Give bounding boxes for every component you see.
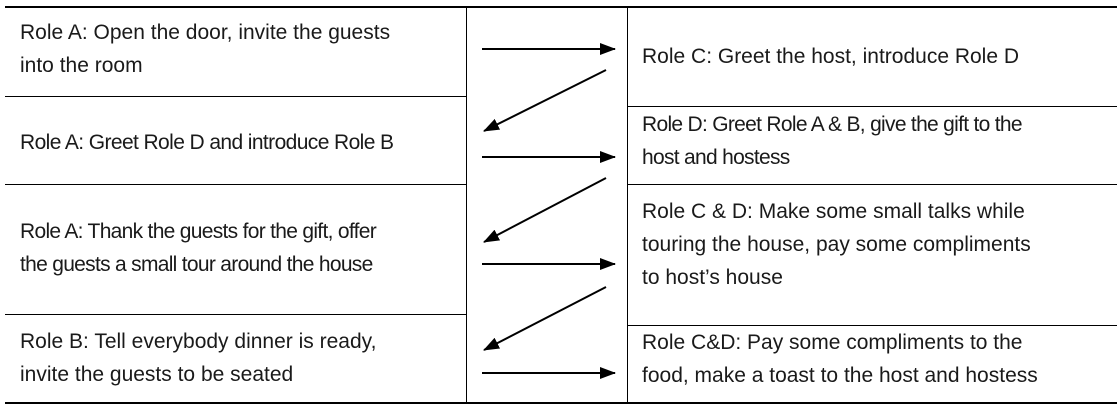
cell-text-line: Role A: Thank the guests for the gift, o… bbox=[20, 220, 377, 243]
cell-text-line: food, make a toast to the host and hoste… bbox=[642, 364, 1038, 387]
cell-text-line: Role D: Greet Role A & B, give the gift … bbox=[642, 113, 1023, 136]
cell-text-line: host and hostess bbox=[642, 146, 790, 169]
column-divider-right bbox=[627, 7, 628, 403]
cell-text-line: Role C&D: Pay some compliments to the bbox=[642, 331, 1023, 354]
diagonal-left-arrow bbox=[483, 177, 607, 243]
left-row-divider bbox=[5, 314, 466, 315]
cell-text-line: Role C: Greet the host, introduce Role D bbox=[642, 45, 1020, 68]
right-row-divider bbox=[627, 325, 1117, 326]
bottom-border bbox=[5, 402, 1117, 404]
left-cell-4: Role B: Tell everybody dinner is ready, … bbox=[20, 325, 376, 391]
right-row-divider bbox=[627, 106, 1117, 107]
cell-text-line: the guests a small tour around the house bbox=[20, 253, 373, 276]
diagonal-left-arrow bbox=[483, 69, 607, 132]
right-row-divider bbox=[627, 184, 1117, 185]
column-divider-left bbox=[466, 7, 467, 403]
diagonal-left-arrow bbox=[483, 286, 607, 351]
top-border bbox=[5, 6, 1117, 8]
right-cell-3: Role C & D: Make some small talks while … bbox=[642, 195, 1031, 294]
cell-text-line: to host’s house bbox=[642, 266, 783, 289]
cell-text-line: touring the house, pay some compliments bbox=[642, 233, 1031, 256]
left-cell-1: Role A: Open the door, invite the guests… bbox=[20, 16, 390, 82]
left-cell-2: Role A: Greet Role D and introduce Role … bbox=[20, 126, 394, 159]
left-cell-3: Role A: Thank the guests for the gift, o… bbox=[20, 215, 377, 281]
right-cell-1: Role C: Greet the host, introduce Role D bbox=[642, 40, 1019, 73]
cell-text-line: into the room bbox=[20, 54, 143, 77]
left-row-divider bbox=[5, 96, 466, 97]
cell-text-line: Role B: Tell everybody dinner is ready, bbox=[20, 330, 377, 353]
cell-text-line: Role A: Greet Role D and introduce Role … bbox=[20, 131, 394, 154]
cell-text-line: Role A: Open the door, invite the guests bbox=[20, 21, 391, 44]
cell-text-line: Role C & D: Make some small talks while bbox=[642, 200, 1025, 223]
cell-text-line: invite the guests to be seated bbox=[20, 363, 294, 386]
right-cell-4: Role C&D: Pay some compliments to the fo… bbox=[642, 326, 1038, 392]
left-row-divider bbox=[5, 184, 466, 185]
right-cell-2: Role D: Greet Role A & B, give the gift … bbox=[642, 108, 1023, 174]
